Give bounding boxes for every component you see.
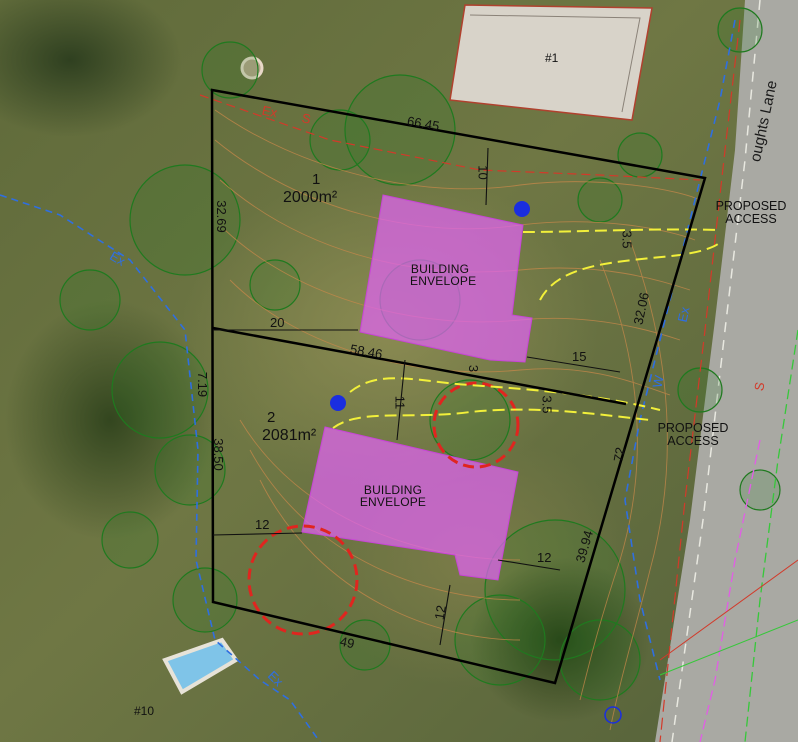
- dim-road-small: 72: [610, 446, 628, 463]
- lot-2-access-label: PROPOSED ACCESS: [652, 422, 734, 447]
- lot-boundary: [210, 88, 707, 685]
- dim-left-lot2: 38.50: [210, 438, 226, 471]
- access-edge-lot2-a: [349, 377, 661, 411]
- tree-protection-zone-2: [247, 524, 359, 636]
- dim-setback-right-lot1: 15: [572, 349, 587, 364]
- service-line-magenta: [699, 439, 761, 742]
- access-line-2: ACCESS: [667, 433, 719, 448]
- building-envelope-lot-1: [359, 194, 533, 363]
- sewer-line-road: [659, 19, 741, 742]
- dim-setback-top: 10: [475, 165, 491, 180]
- dim-setback-small: 3: [466, 364, 482, 373]
- service-line-green: [744, 329, 798, 742]
- lot-division-line: [212, 326, 627, 406]
- tree-canopies: [59, 7, 781, 701]
- dim-access-lot2: 3.5: [539, 395, 555, 414]
- house-roof-ridge: [469, 14, 641, 113]
- dim-setback-left-lot2: 12: [255, 517, 270, 532]
- house-label-10: #10: [134, 704, 155, 718]
- road-surface: [655, 0, 798, 742]
- service-label-water: W: [649, 373, 667, 390]
- lot-1-access-label: PROPOSED ACCESS: [710, 200, 792, 225]
- dim-setback-bottom-lot2: 12: [431, 604, 449, 621]
- envelope-line-1: BUILDING: [410, 262, 470, 276]
- sewer-line-top: [199, 94, 701, 181]
- house-roof-1: [449, 4, 653, 121]
- dim-left-lot1: 32.69: [213, 200, 229, 233]
- lot-1-number: 1: [312, 171, 321, 188]
- property-line-corner-green: [659, 619, 798, 676]
- lot-2-number: 2: [267, 409, 276, 426]
- access-line-2: ACCESS: [725, 211, 777, 226]
- access-line-1: PROPOSED: [657, 421, 729, 435]
- survey-marker-2: [330, 395, 346, 411]
- tree-protection-zone-1: [432, 381, 520, 469]
- access-edge-lot1-a: [522, 228, 719, 233]
- envelope-line-2: ENVELOPE: [410, 274, 477, 288]
- service-line-road: [624, 19, 736, 681]
- pool: [162, 637, 239, 695]
- lot-1-envelope-label: BUILDING ENVELOPE: [410, 262, 477, 288]
- envelope-line-1: BUILDING: [363, 483, 423, 497]
- dim-side-small: 7.19: [195, 371, 211, 398]
- service-line-water: [0, 194, 321, 742]
- lot-2-area: 2081m²: [262, 427, 317, 444]
- property-line-corner: [659, 559, 798, 661]
- service-label-existing-top: Ex: [260, 102, 279, 121]
- dim-setback-middle: 11: [392, 395, 408, 410]
- dim-access-lot1: 3.5: [619, 230, 635, 249]
- lot-2-envelope-label: BUILDING ENVELOPE: [357, 484, 429, 508]
- access-edge-lot1-b: [539, 243, 719, 301]
- dim-bottom: 49: [338, 633, 356, 652]
- dim-setback-right-lot2: 12: [537, 550, 552, 565]
- survey-marker-1: [514, 201, 530, 217]
- dim-setback-left-lot1: 20: [270, 315, 285, 330]
- survey-marker-3: [604, 706, 622, 724]
- lot-1-area: 2000m²: [283, 189, 338, 206]
- road-centerline: [671, 0, 761, 742]
- envelope-line-2: ENVELOPE: [359, 495, 427, 509]
- access-line-1: PROPOSED: [715, 199, 787, 213]
- access-edge-lot2-b: [332, 408, 651, 429]
- setback-lines: [212, 147, 621, 646]
- house-label-1: #1: [545, 51, 559, 65]
- service-label-existing: Ex: [674, 305, 693, 324]
